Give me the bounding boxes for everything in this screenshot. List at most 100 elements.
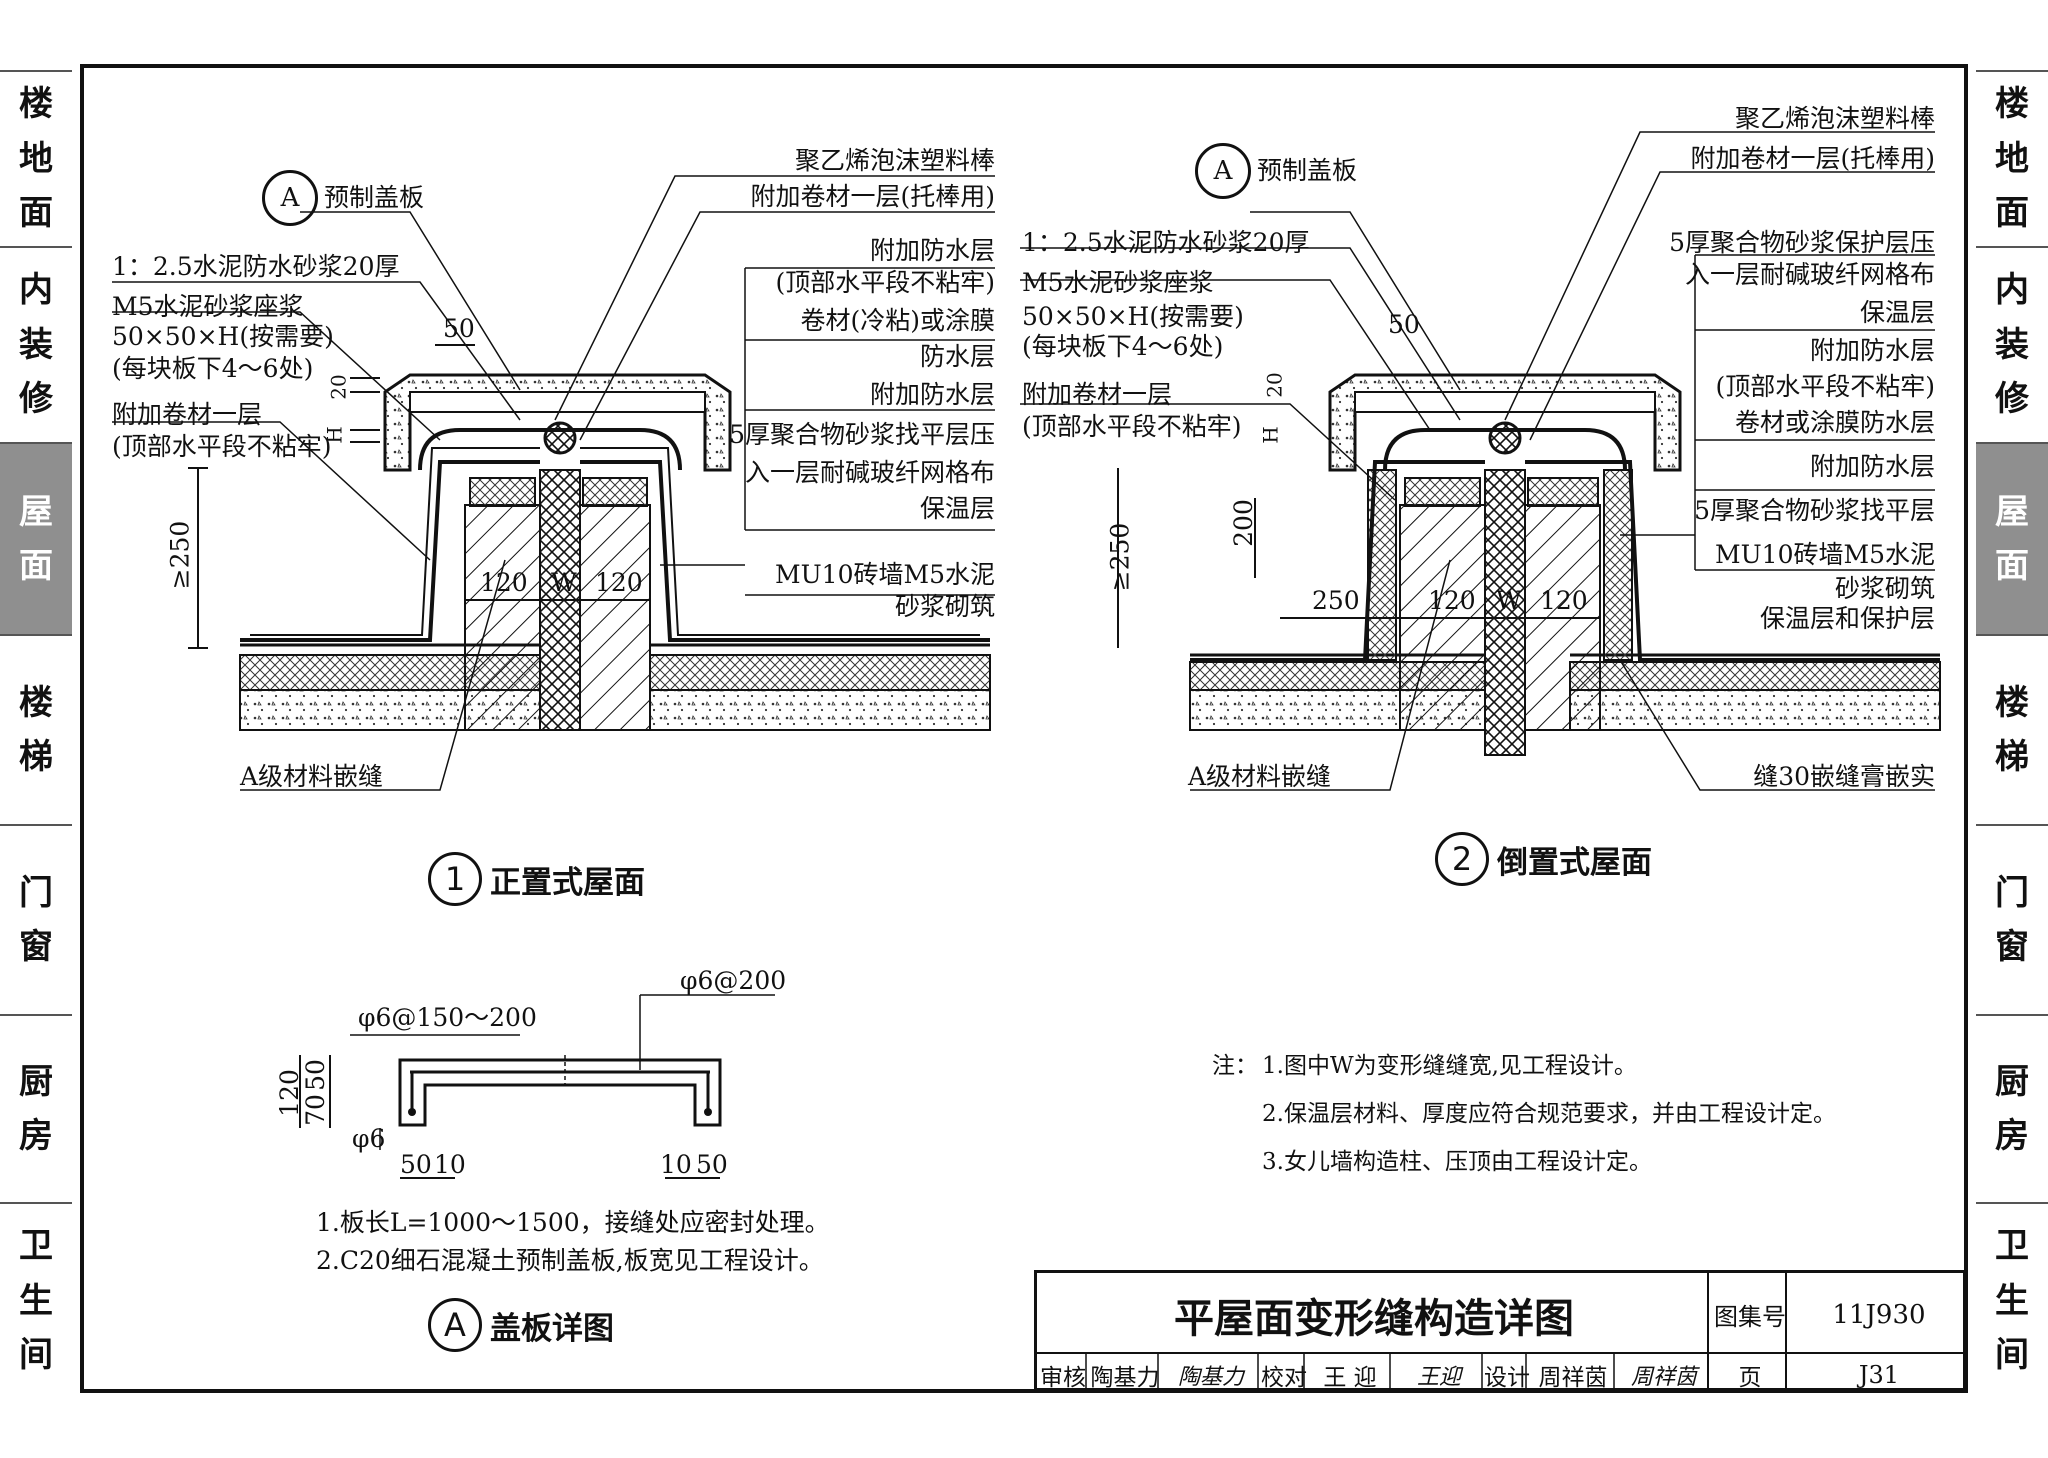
dim-label: 120: [480, 568, 528, 597]
detail1-ref-callout: A 预制盖板: [262, 170, 424, 226]
tab-char: 屋: [1995, 491, 2029, 532]
parapet-insulation: [1527, 477, 1599, 507]
tab-char: 面: [19, 546, 53, 586]
label: 50×50×H(按需要): [1022, 302, 1244, 331]
tab-char: 内: [1995, 270, 2029, 311]
label: 50×50×H(按需要): [112, 322, 334, 351]
label: (顶部水平段不粘牢): [1022, 412, 1242, 441]
detail1-section: [112, 175, 995, 791]
dim-label: 10: [660, 1150, 692, 1179]
tab-stairs[interactable]: 楼 梯: [1976, 634, 2048, 824]
cover-slab-core: [1354, 391, 1656, 413]
drawing-title: 平屋面变形缝构造详图: [1174, 1295, 1574, 1342]
label: 保温层和保护层: [1759, 604, 1935, 633]
tab-char: 窗: [19, 927, 53, 967]
review-label: 审核: [1040, 1365, 1086, 1391]
detail-number-symbol: 2: [1435, 832, 1489, 886]
membrane: [1190, 460, 1485, 662]
detailA-note: 2.C20细石混凝土预制盖板,板宽见工程设计。: [316, 1246, 824, 1275]
tab-stairs[interactable]: 楼 梯: [0, 634, 72, 824]
tab-char: 门: [19, 872, 53, 913]
tab-char: 厨: [1995, 1061, 2029, 1102]
tab-char: 房: [1995, 1116, 2029, 1156]
dim-label: H: [322, 426, 347, 444]
atlas-number: 11J930: [1832, 1299, 1926, 1330]
label: 附加防水层: [869, 380, 995, 409]
label: 卷材(冷粘)或涂膜: [800, 306, 995, 335]
rebar-label: φ6: [352, 1124, 386, 1153]
caption-text: 倒置式屋面: [1497, 844, 1652, 881]
tab-char: 面: [1995, 193, 2029, 234]
label: 聚乙烯泡沫塑料棒: [794, 146, 995, 175]
slab-insulation: [649, 654, 991, 691]
label: (每块板下4～6处): [112, 354, 314, 383]
tab-char: 地: [19, 138, 53, 179]
tab-doors-windows[interactable]: 门 窗: [1976, 824, 2048, 1014]
caption-text: 盖板详图: [490, 1310, 614, 1347]
label: 防水层: [919, 342, 995, 371]
detail2-caption: 2 倒置式屋面: [1435, 832, 1652, 886]
dim-label: 70: [300, 1094, 330, 1126]
parapet-insulation: [469, 477, 536, 507]
label: 保温层: [919, 494, 995, 523]
membrane: [240, 460, 540, 642]
dim-label: 50: [1388, 310, 1420, 339]
label: MU10砖墙M5水泥: [775, 560, 995, 589]
tab-floor[interactable]: 楼 地 面: [0, 70, 72, 246]
detailA-caption: A 盖板详图: [428, 1298, 614, 1352]
note-item: 1.图中W为变形缝缝宽,见工程设计。: [1262, 1053, 1637, 1079]
label: (顶部水平段不粘牢): [775, 268, 995, 297]
dim-label: 20: [1262, 372, 1287, 398]
detail1-caption: 1 正置式屋面: [428, 852, 645, 906]
dim-label: 200: [1228, 499, 1258, 547]
label: 5厚聚合物砂浆找平层: [1694, 496, 1935, 525]
dim-label: 10: [434, 1150, 466, 1179]
page-label: 页: [1738, 1365, 1762, 1391]
checker-name: 王 迎: [1323, 1365, 1377, 1391]
tab-char: 梯: [19, 737, 53, 777]
tab-roof[interactable]: 屋 面: [0, 442, 72, 634]
dim-label: 120: [1540, 586, 1588, 615]
tab-kitchen[interactable]: 厨 房: [1976, 1014, 2048, 1202]
tab-roof[interactable]: 屋 面: [1976, 442, 2048, 634]
tab-char: 楼: [1995, 682, 2029, 723]
parapet-wall: [579, 504, 651, 731]
tab-char: 屋: [19, 491, 53, 532]
designer-signature: 周祥茵: [1630, 1365, 1697, 1390]
detail2-ref-callout: A 预制盖板: [1195, 143, 1357, 199]
slab-concrete: [1569, 689, 1941, 731]
label: (顶部水平段不粘牢): [1715, 372, 1935, 401]
title-block: 平屋面变形缝构造详图 图集号 11J930 审核 陶基力 陶基力 校对 王 迎 …: [1034, 1270, 1966, 1391]
label: 附加防水层: [1809, 452, 1935, 481]
parapet-insulation: [1404, 477, 1481, 507]
notes-prefix: 注：: [1212, 1053, 1258, 1079]
designer-name: 周祥茵: [1538, 1365, 1608, 1391]
label: 砂浆砌筑: [1834, 574, 1935, 603]
dim-label: 50: [300, 1059, 330, 1091]
tab-char: 卫: [19, 1226, 53, 1267]
tab-interior[interactable]: 内 装 修: [0, 246, 72, 442]
tab-doors-windows[interactable]: 门 窗: [0, 824, 72, 1014]
ref-label: 预制盖板: [1257, 156, 1358, 185]
tab-char: 装: [1995, 324, 2029, 365]
tab-bathroom[interactable]: 卫 生 间: [0, 1202, 72, 1398]
parapet-wall: [464, 504, 541, 731]
tab-char: 生: [1995, 1280, 2029, 1321]
membrane: [1525, 460, 1940, 662]
tab-floor[interactable]: 楼 地 面: [1976, 70, 2048, 246]
tab-bathroom[interactable]: 卫 生 间: [1976, 1202, 2048, 1398]
label: 附加卷材一层: [1022, 380, 1173, 409]
tab-char: 装: [19, 324, 53, 365]
rebar-label: φ6@150～200: [358, 1003, 537, 1032]
label: 缝30嵌缝膏嵌实: [1753, 762, 1935, 791]
tab-interior[interactable]: 内 装 修: [1976, 246, 2048, 442]
tab-kitchen[interactable]: 厨 房: [0, 1014, 72, 1202]
dim-label: 250: [1312, 586, 1360, 615]
label: 入一层耐碱玻纤网格布: [744, 458, 995, 487]
label: 聚乙烯泡沫塑料棒: [1734, 104, 1935, 133]
ref-label: 预制盖板: [324, 183, 425, 212]
dim-label: 120: [1428, 586, 1476, 615]
label: 附加防水层: [1809, 336, 1935, 365]
dim-label: 50: [400, 1150, 432, 1179]
